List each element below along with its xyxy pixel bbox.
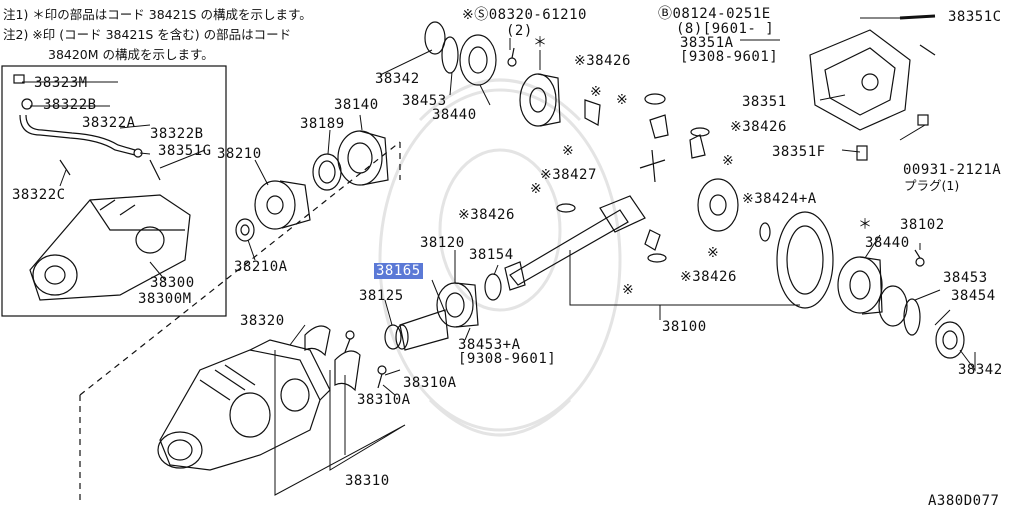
assembly-dashed-outline [79, 141, 401, 505]
kome-mark: ※ [616, 92, 629, 108]
ring-gear [776, 211, 834, 309]
label-38453A-range: [9308-9601] [458, 351, 557, 367]
label-38351F[interactable]: 38351F [772, 144, 826, 160]
label-38140[interactable]: 38140 [334, 97, 379, 113]
rear-cover [809, 29, 911, 131]
label-38426-d[interactable]: ※38426 [680, 269, 737, 285]
note-1: 注1) ＊印の部品はコード 38421S の構成を示します。 [3, 7, 312, 22]
shim-38453-right [903, 298, 921, 336]
watermark-emblem [378, 78, 622, 437]
label-38351[interactable]: 38351 [742, 94, 787, 110]
label-38165-highlight[interactable]: 38165 [374, 263, 423, 279]
label-38453-top[interactable]: 38453 [402, 93, 447, 109]
kome-mark: ※ [590, 84, 603, 100]
label-38154[interactable]: 38154 [469, 247, 514, 263]
thrust-block-38424 [697, 178, 771, 242]
star-mark-b: ＊ [858, 217, 873, 233]
label-38210[interactable]: 38210 [217, 146, 262, 162]
carrier-housing [157, 339, 331, 471]
shim-38453-top [441, 36, 459, 74]
label-00931-2121A[interactable]: 00931-2121A [903, 162, 1002, 178]
note-3: 38420M の構成を示します。 [48, 47, 214, 62]
kome-mark: ※ [530, 181, 543, 197]
label-38323M[interactable]: 38323M [34, 75, 88, 91]
label-38310A-a[interactable]: 38310A [403, 375, 457, 391]
diff-case-right [837, 256, 883, 315]
bearing-caps [304, 325, 387, 392]
pinion-shaft [639, 149, 666, 183]
filler-38351F [856, 145, 868, 161]
label-38100[interactable]: 38100 [662, 319, 707, 335]
label-38424A[interactable]: ※38424+A [742, 191, 817, 207]
label-38342-right[interactable]: 38342 [958, 362, 1003, 378]
label-38426-c[interactable]: ※38426 [458, 207, 515, 223]
kome-mark: ※ [622, 282, 635, 298]
bearing-38440-right [878, 285, 908, 327]
label-38300M[interactable]: 38300M [138, 291, 192, 307]
bolt-38351C [899, 14, 936, 56]
label-38322C[interactable]: 38322C [12, 187, 66, 203]
label-38440-right[interactable]: 38440 [865, 235, 910, 251]
label-38120[interactable]: 38120 [420, 235, 465, 251]
bearing-38342-right [935, 321, 965, 359]
diagram-id: A380D077 [928, 493, 1000, 509]
label-38210A[interactable]: 38210A [234, 259, 288, 275]
star-mark-a: ＊ [533, 35, 548, 51]
label-08124-0251E[interactable]: Ⓑ08124-0251E [658, 6, 771, 22]
label-plug: プラグ(1) [904, 178, 960, 193]
bearing-38140 [337, 130, 389, 186]
plug-00931 [917, 114, 929, 126]
kome-mark: ※ [562, 143, 575, 159]
label-38189[interactable]: 38189 [300, 116, 345, 132]
label-38453A[interactable]: 38453+A [458, 337, 521, 353]
spacer-38165 [395, 309, 449, 351]
label-38322A[interactable]: 38322A [82, 115, 136, 131]
bearing-38440-top [459, 34, 497, 86]
label-38320[interactable]: 38320 [240, 313, 285, 329]
label-08124-qty: (8)[9601- ] [676, 21, 775, 37]
diff-case-upper [507, 47, 561, 127]
companion-flange [235, 180, 311, 242]
bearing-38342-top [424, 21, 446, 55]
label-38310[interactable]: 38310 [345, 473, 390, 489]
note-2: 注2) ※印 (コード 38421S を含む) の部品はコード [3, 27, 292, 42]
label-38351A[interactable]: 38351A [680, 35, 734, 51]
label-38342-top[interactable]: 38342 [375, 71, 420, 87]
label-38300[interactable]: 38300 [150, 275, 195, 291]
label-08320-61210[interactable]: ※Ⓢ08320-61210 [462, 7, 587, 23]
inset-frame [1, 65, 227, 317]
label-38440-top[interactable]: 38440 [432, 107, 477, 123]
label-38426-b[interactable]: ※38426 [730, 119, 787, 135]
breather-hose [13, 74, 161, 181]
label-38427[interactable]: ※38427 [540, 167, 597, 183]
label-38454[interactable]: 38454 [951, 288, 996, 304]
label-38125[interactable]: 38125 [359, 288, 404, 304]
label-38351C[interactable]: 38351C [948, 9, 1002, 25]
washer-38125 [384, 324, 402, 350]
shim-38154 [484, 273, 502, 301]
leader-lines [22, 17, 976, 496]
label-38102[interactable]: 38102 [900, 217, 945, 233]
label-38426-a[interactable]: ※38426 [574, 53, 631, 69]
side-gears [556, 93, 710, 263]
label-38453-right[interactable]: 38453 [943, 270, 988, 286]
label-38322B-left[interactable]: 38322B [43, 97, 97, 113]
label-38165[interactable]: 38165 [374, 263, 423, 279]
label-08320-qty: (2) [506, 23, 533, 39]
oil-seal-38189 [312, 153, 342, 191]
kome-mark: ※ [707, 245, 720, 261]
drive-pinion-38100 [504, 195, 646, 291]
kome-mark: ※ [722, 153, 735, 169]
carrier-assembly-inset [29, 194, 191, 301]
label-38351A-range: [9308-9601] [680, 49, 779, 65]
label-38351G[interactable]: 38351G [158, 143, 212, 159]
bearing-38120 [436, 282, 479, 328]
label-38322B-right[interactable]: 38322B [150, 126, 204, 142]
label-38310A-b[interactable]: 38310A [357, 392, 411, 408]
bolt-38102 [914, 249, 925, 267]
